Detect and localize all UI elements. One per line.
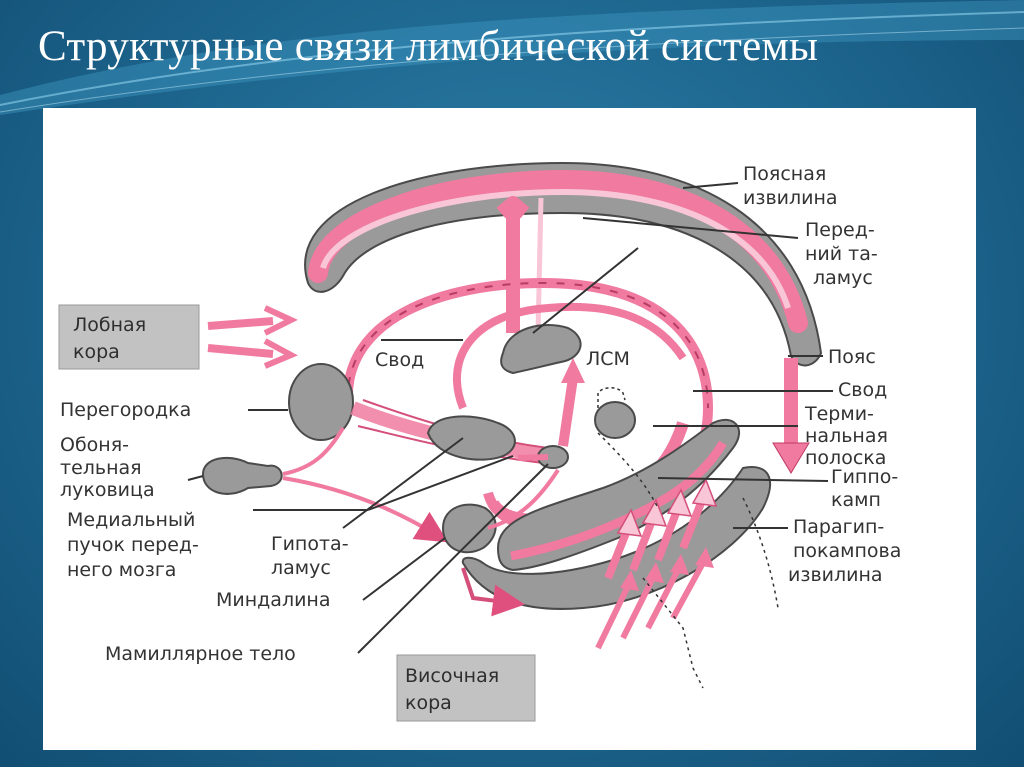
label-anterior-thalamus-2: ний та- xyxy=(805,243,878,265)
olfactory-bulb-shape xyxy=(201,456,283,495)
frontal-cortex-label-2: кора xyxy=(73,341,120,363)
label-hippocampus-2: камп xyxy=(831,489,881,511)
diagram-panel: Лобная кора Височная кора Поясная извили… xyxy=(43,108,976,750)
temporal-cortex-label-2: кора xyxy=(405,692,452,714)
label-mfb-3: него мозга xyxy=(67,559,176,581)
label-cingulate-gyrus-2: извилина xyxy=(743,187,838,209)
label-amygdala: Миндалина xyxy=(216,589,331,611)
parahippocampal-gyrus-shape xyxy=(461,466,772,610)
temporal-cortex-box xyxy=(396,654,536,722)
label-mfb-1: Медиальный xyxy=(67,509,195,531)
hypothalamus-shape xyxy=(426,415,516,461)
label-stria-terminalis-1: Терми- xyxy=(804,403,874,425)
amygdala-shape xyxy=(441,503,497,554)
slide-title: Структурные связи лимбической системы xyxy=(38,23,819,70)
lsm-shape xyxy=(594,401,636,439)
septum-shape xyxy=(288,363,354,441)
label-hippocampus-1: Гиппо- xyxy=(831,466,898,488)
label-stria-terminalis-2: нальная xyxy=(805,425,888,447)
label-anterior-thalamus-3: ламус xyxy=(813,267,873,289)
label-hypothalamus-1: Гипота- xyxy=(271,533,349,555)
temporal-cortex-label-1: Височная xyxy=(405,665,499,687)
frontal-cortex-label-1: Лобная xyxy=(73,314,146,336)
anterior-thalamus-shape xyxy=(500,324,582,375)
label-septum: Перегородка xyxy=(60,399,191,421)
label-olfactory-bulb-2: тельная xyxy=(60,457,142,479)
label-olfactory-bulb-1: Обоня- xyxy=(60,434,129,456)
label-stria-terminalis-3: полоска xyxy=(805,447,886,469)
label-mfb-2: пучок перед- xyxy=(67,534,199,556)
label-parahippocampal-2: покампова xyxy=(793,540,901,562)
frontal-cortex-box xyxy=(58,304,200,370)
label-fornix-center: Свод xyxy=(375,349,424,371)
label-fornix-right: Свод xyxy=(838,379,887,401)
label-lsm: ЛСМ xyxy=(586,348,630,370)
label-mammillary-body: Мамиллярное тело xyxy=(105,643,296,665)
header-wave-decoration xyxy=(0,0,1024,115)
label-parahippocampal-3: извилина xyxy=(788,564,883,586)
label-hypothalamus-2: ламус xyxy=(271,557,331,579)
label-cingulate-gyrus-1: Поясная xyxy=(743,163,826,185)
label-anterior-thalamus-1: Перед- xyxy=(805,219,875,241)
hippocampus-shape xyxy=(496,418,740,572)
label-parahippocampal-1: Парагип- xyxy=(793,516,884,538)
label-cingulum: Пояс xyxy=(828,346,876,368)
limbic-system-diagram: Лобная кора Височная кора Поясная извили… xyxy=(58,161,901,722)
label-olfactory-bulb-3: луковица xyxy=(60,479,155,501)
